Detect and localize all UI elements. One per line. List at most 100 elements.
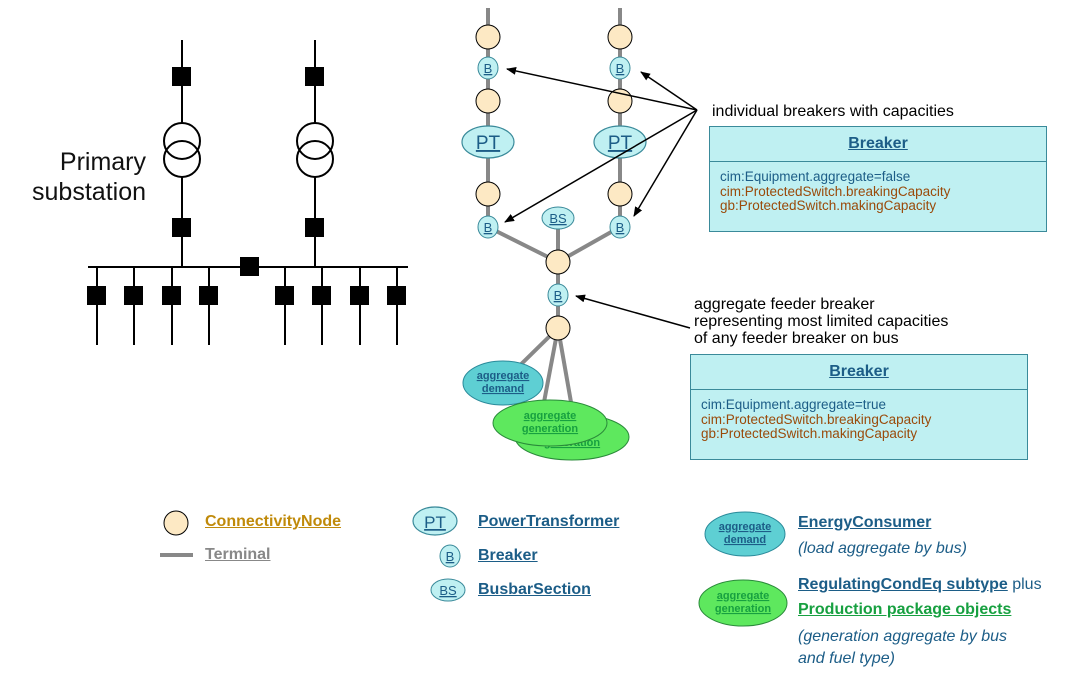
breaker-node: B bbox=[477, 56, 499, 80]
legend-regulating-cond-eq[interactable]: RegulatingCondEq subtype bbox=[798, 576, 1008, 593]
callout-arrows bbox=[504, 66, 698, 329]
arrow-to-breaker bbox=[640, 71, 698, 111]
arrow-to-breaker bbox=[506, 66, 698, 111]
aggregate-breaker-node: B bbox=[547, 283, 569, 307]
svg-text:aggregate: aggregate bbox=[719, 521, 772, 533]
breaker-node: B bbox=[477, 215, 499, 239]
breaker-square bbox=[172, 67, 191, 86]
aggregate-demand-node: aggregate demand bbox=[462, 360, 544, 406]
aggregate-breaker-callout: aggregate feeder breaker representing mo… bbox=[694, 296, 948, 347]
arrow-to-aggregate-breaker bbox=[575, 294, 691, 329]
breaker-square bbox=[312, 286, 331, 305]
svg-text:generation: generation bbox=[715, 603, 772, 615]
svg-text:BS: BS bbox=[439, 583, 457, 598]
breaker-label: B bbox=[616, 220, 625, 235]
bus-coupler-square bbox=[240, 257, 259, 276]
generation-note-line-2: and fuel type) bbox=[798, 650, 895, 667]
pt-label: PT bbox=[476, 133, 501, 154]
breaker-square bbox=[305, 67, 324, 86]
connectivity-node bbox=[545, 315, 571, 341]
attribute-breaking-capacity: cim:ProtectedSwitch.breakingCapacity bbox=[720, 183, 951, 199]
pt-label: PT bbox=[608, 133, 633, 154]
breaker-square bbox=[305, 218, 324, 237]
attribute-making-capacity: gb:ProtectedSwitch.makingCapacity bbox=[720, 198, 937, 213]
legend-breaker-icon: B bbox=[439, 544, 461, 568]
generation-note-line-1: (generation aggregate by bus bbox=[798, 628, 1008, 645]
individual-breakers-callout: individual breakers with capacities bbox=[712, 103, 954, 120]
aggregate-generation-node: aggregate generation bbox=[492, 399, 608, 447]
legend-symbols: PT B BS aggregate demand aggregate gener… bbox=[160, 506, 788, 627]
power-transformer-node: PT bbox=[593, 125, 647, 159]
generation-label-line-2: generation bbox=[522, 423, 579, 435]
breaker-square bbox=[162, 286, 181, 305]
busbar-label: BS bbox=[549, 211, 567, 226]
busbar-section-node: BS bbox=[541, 206, 575, 230]
breaker-square bbox=[199, 286, 218, 305]
breaker-label: B bbox=[616, 61, 625, 76]
generation-label-line-1: aggregate bbox=[524, 410, 577, 422]
legend-generation-note: (generation aggregate by bus and fuel ty… bbox=[798, 626, 1007, 670]
breaker-square bbox=[387, 286, 406, 305]
callout-line: of any feeder breaker on bus bbox=[694, 330, 899, 347]
breaker-square bbox=[87, 286, 106, 305]
connectivity-node bbox=[475, 24, 501, 50]
class-box-attributes: cim:Equipment.aggregate=false cim:Protec… bbox=[710, 162, 1046, 214]
legend-energy-consumer-note: (load aggregate by bus) bbox=[798, 540, 967, 557]
breaker-label: B bbox=[484, 61, 493, 76]
power-transformer-node: PT bbox=[461, 125, 515, 159]
connectivity-node bbox=[607, 24, 633, 50]
class-box-attributes: cim:Equipment.aggregate=true cim:Protect… bbox=[691, 390, 1027, 442]
legend-connectivity-node[interactable]: ConnectivityNode bbox=[205, 513, 342, 530]
transformer-symbol bbox=[163, 122, 201, 178]
legend-connectivity-node-icon bbox=[163, 510, 189, 536]
substation-label-line-2: substation bbox=[32, 178, 146, 206]
demand-label-line-1: aggregate bbox=[477, 370, 530, 382]
breaker-square bbox=[124, 286, 143, 305]
arrow-to-breaker bbox=[633, 109, 698, 217]
breaker-node: B bbox=[609, 215, 631, 239]
legend-regulating-line: RegulatingCondEq subtype plus bbox=[798, 576, 1042, 594]
legend-demand-icon: aggregate demand bbox=[704, 511, 786, 557]
class-box-title: Breaker bbox=[710, 127, 1046, 162]
demand-label-line-2: demand bbox=[482, 383, 524, 395]
legend-power-transformer[interactable]: PowerTransformer bbox=[478, 513, 620, 530]
legend-terminal[interactable]: Terminal bbox=[205, 546, 271, 563]
breaker-label: B bbox=[554, 288, 563, 303]
breaker-square bbox=[275, 286, 294, 305]
legend-generation-icon: aggregate generation bbox=[698, 579, 788, 627]
attribute-making-capacity: gb:ProtectedSwitch.makingCapacity bbox=[701, 426, 918, 441]
attribute-aggregate: cim:Equipment.aggregate=true bbox=[701, 397, 886, 412]
legend-busbar-icon: BS bbox=[430, 578, 466, 602]
legend-busbar-section[interactable]: BusbarSection bbox=[478, 581, 591, 598]
svg-text:PT: PT bbox=[424, 513, 446, 532]
transformer-symbol bbox=[296, 122, 334, 178]
attribute-aggregate: cim:Equipment.aggregate=false bbox=[720, 169, 911, 184]
callout-line: representing most limited capacities bbox=[694, 313, 949, 330]
primary-substation-label: Primary substation bbox=[32, 147, 146, 207]
callout-line: aggregate feeder breaker bbox=[694, 296, 875, 313]
svg-text:aggregate: aggregate bbox=[717, 590, 770, 602]
svg-text:demand: demand bbox=[724, 534, 766, 546]
arrow-to-breaker bbox=[504, 109, 698, 223]
breaker-squares bbox=[87, 67, 406, 305]
connectivity-node bbox=[475, 181, 501, 207]
breaker-class-box-aggregate: Breaker cim:Equipment.aggregate=true cim… bbox=[690, 354, 1028, 460]
legend-breaker[interactable]: Breaker bbox=[478, 547, 538, 564]
connectivity-node bbox=[545, 249, 571, 275]
legend-plus-text: plus bbox=[1007, 576, 1042, 593]
svg-text:B: B bbox=[446, 549, 455, 564]
substation-label-line-1: Primary bbox=[59, 148, 146, 176]
class-box-title: Breaker bbox=[691, 355, 1027, 390]
legend-energy-consumer[interactable]: EnergyConsumer bbox=[798, 514, 932, 531]
connectivity-node bbox=[607, 88, 633, 114]
breaker-class-box-individual: Breaker cim:Equipment.aggregate=false ci… bbox=[709, 126, 1047, 232]
legend-production-package[interactable]: Production package objects bbox=[798, 601, 1012, 618]
connectivity-node bbox=[475, 88, 501, 114]
attribute-breaking-capacity: cim:ProtectedSwitch.breakingCapacity bbox=[701, 411, 932, 427]
connectivity-node bbox=[607, 181, 633, 207]
legend-pt-icon: PT bbox=[412, 506, 458, 536]
breaker-node: B bbox=[609, 56, 631, 80]
breaker-label: B bbox=[484, 220, 493, 235]
breaker-square bbox=[350, 286, 369, 305]
